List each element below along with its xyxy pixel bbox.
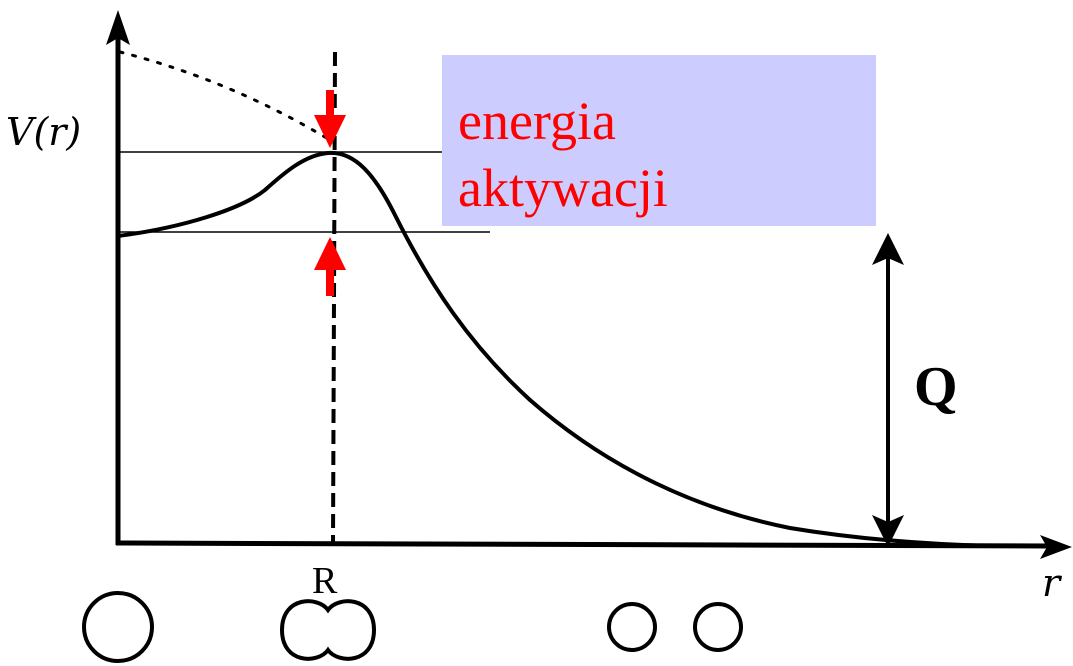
activation-energy-box [442, 55, 876, 226]
activation-energy-line1: energia [458, 91, 616, 151]
fusing-nuclei-icon [279, 599, 377, 661]
red-arrow-up [314, 237, 346, 296]
single-nucleus-icon [82, 591, 154, 663]
activation-energy-line2: aktywacji [458, 158, 668, 218]
x-axis [115, 540, 1051, 549]
q-arrow-bottom-head [872, 515, 904, 547]
q-label: Q [914, 356, 958, 418]
r-dashed-line [331, 51, 337, 546]
x-axis-label: r [1042, 561, 1063, 605]
y-axis-arrowhead [106, 10, 130, 45]
y-axis-label: V(r) [6, 110, 81, 154]
potential-curve [117, 150, 991, 548]
x-axis-arrowhead [1040, 535, 1072, 559]
separate-nucleus-left-icon [607, 602, 657, 652]
coulomb-dotted-curve [118, 50, 332, 142]
red-arrow-down [314, 90, 346, 148]
separate-nucleus-right-icon [693, 602, 743, 652]
q-arrow-top-head [872, 233, 904, 265]
r-marker-label: R [312, 560, 338, 602]
